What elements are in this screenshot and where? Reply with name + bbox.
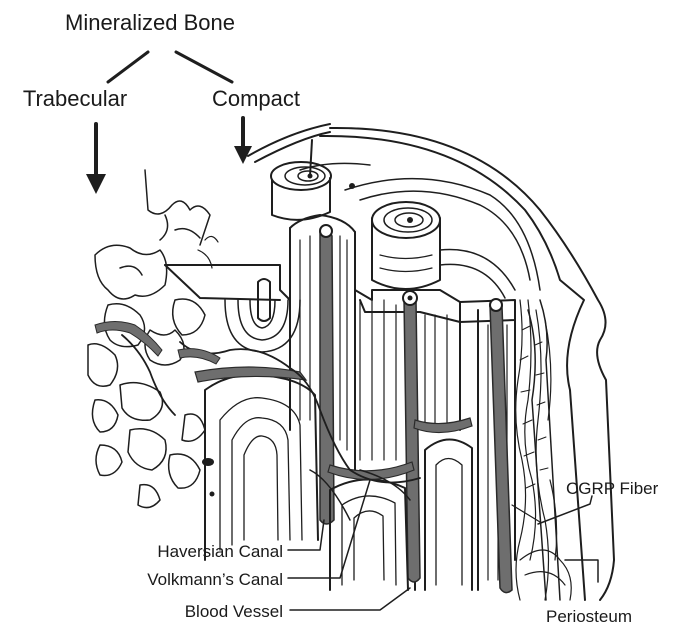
label-trabecular: Trabecular bbox=[23, 86, 127, 111]
label-cgrp-fiber: CGRP Fiber bbox=[566, 479, 659, 498]
label-mineralized-bone: Mineralized Bone bbox=[65, 10, 235, 35]
label-volkmanns-canal: Volkmann’s Canal bbox=[147, 570, 283, 589]
label-blood-vessel: Blood Vessel bbox=[185, 602, 283, 621]
periosteum-envelope bbox=[248, 124, 614, 600]
label-compact: Compact bbox=[212, 86, 300, 111]
osteon-lower-right bbox=[425, 439, 472, 590]
connector-to-trabecular bbox=[108, 52, 148, 82]
arrow-compact bbox=[234, 118, 252, 164]
arrow-trabecular bbox=[86, 124, 106, 194]
osteon-small-top bbox=[271, 140, 355, 220]
connector-to-compact bbox=[176, 52, 232, 82]
osteon-large-right bbox=[372, 202, 440, 289]
trabecular-network bbox=[88, 170, 220, 508]
label-haversian-canal: Haversian Canal bbox=[157, 542, 283, 561]
osteon-far-right bbox=[478, 299, 515, 593]
osteon-cut-left bbox=[225, 279, 300, 352]
label-periosteum: Periosteum bbox=[546, 607, 632, 626]
osteon-lower-left bbox=[205, 375, 318, 560]
